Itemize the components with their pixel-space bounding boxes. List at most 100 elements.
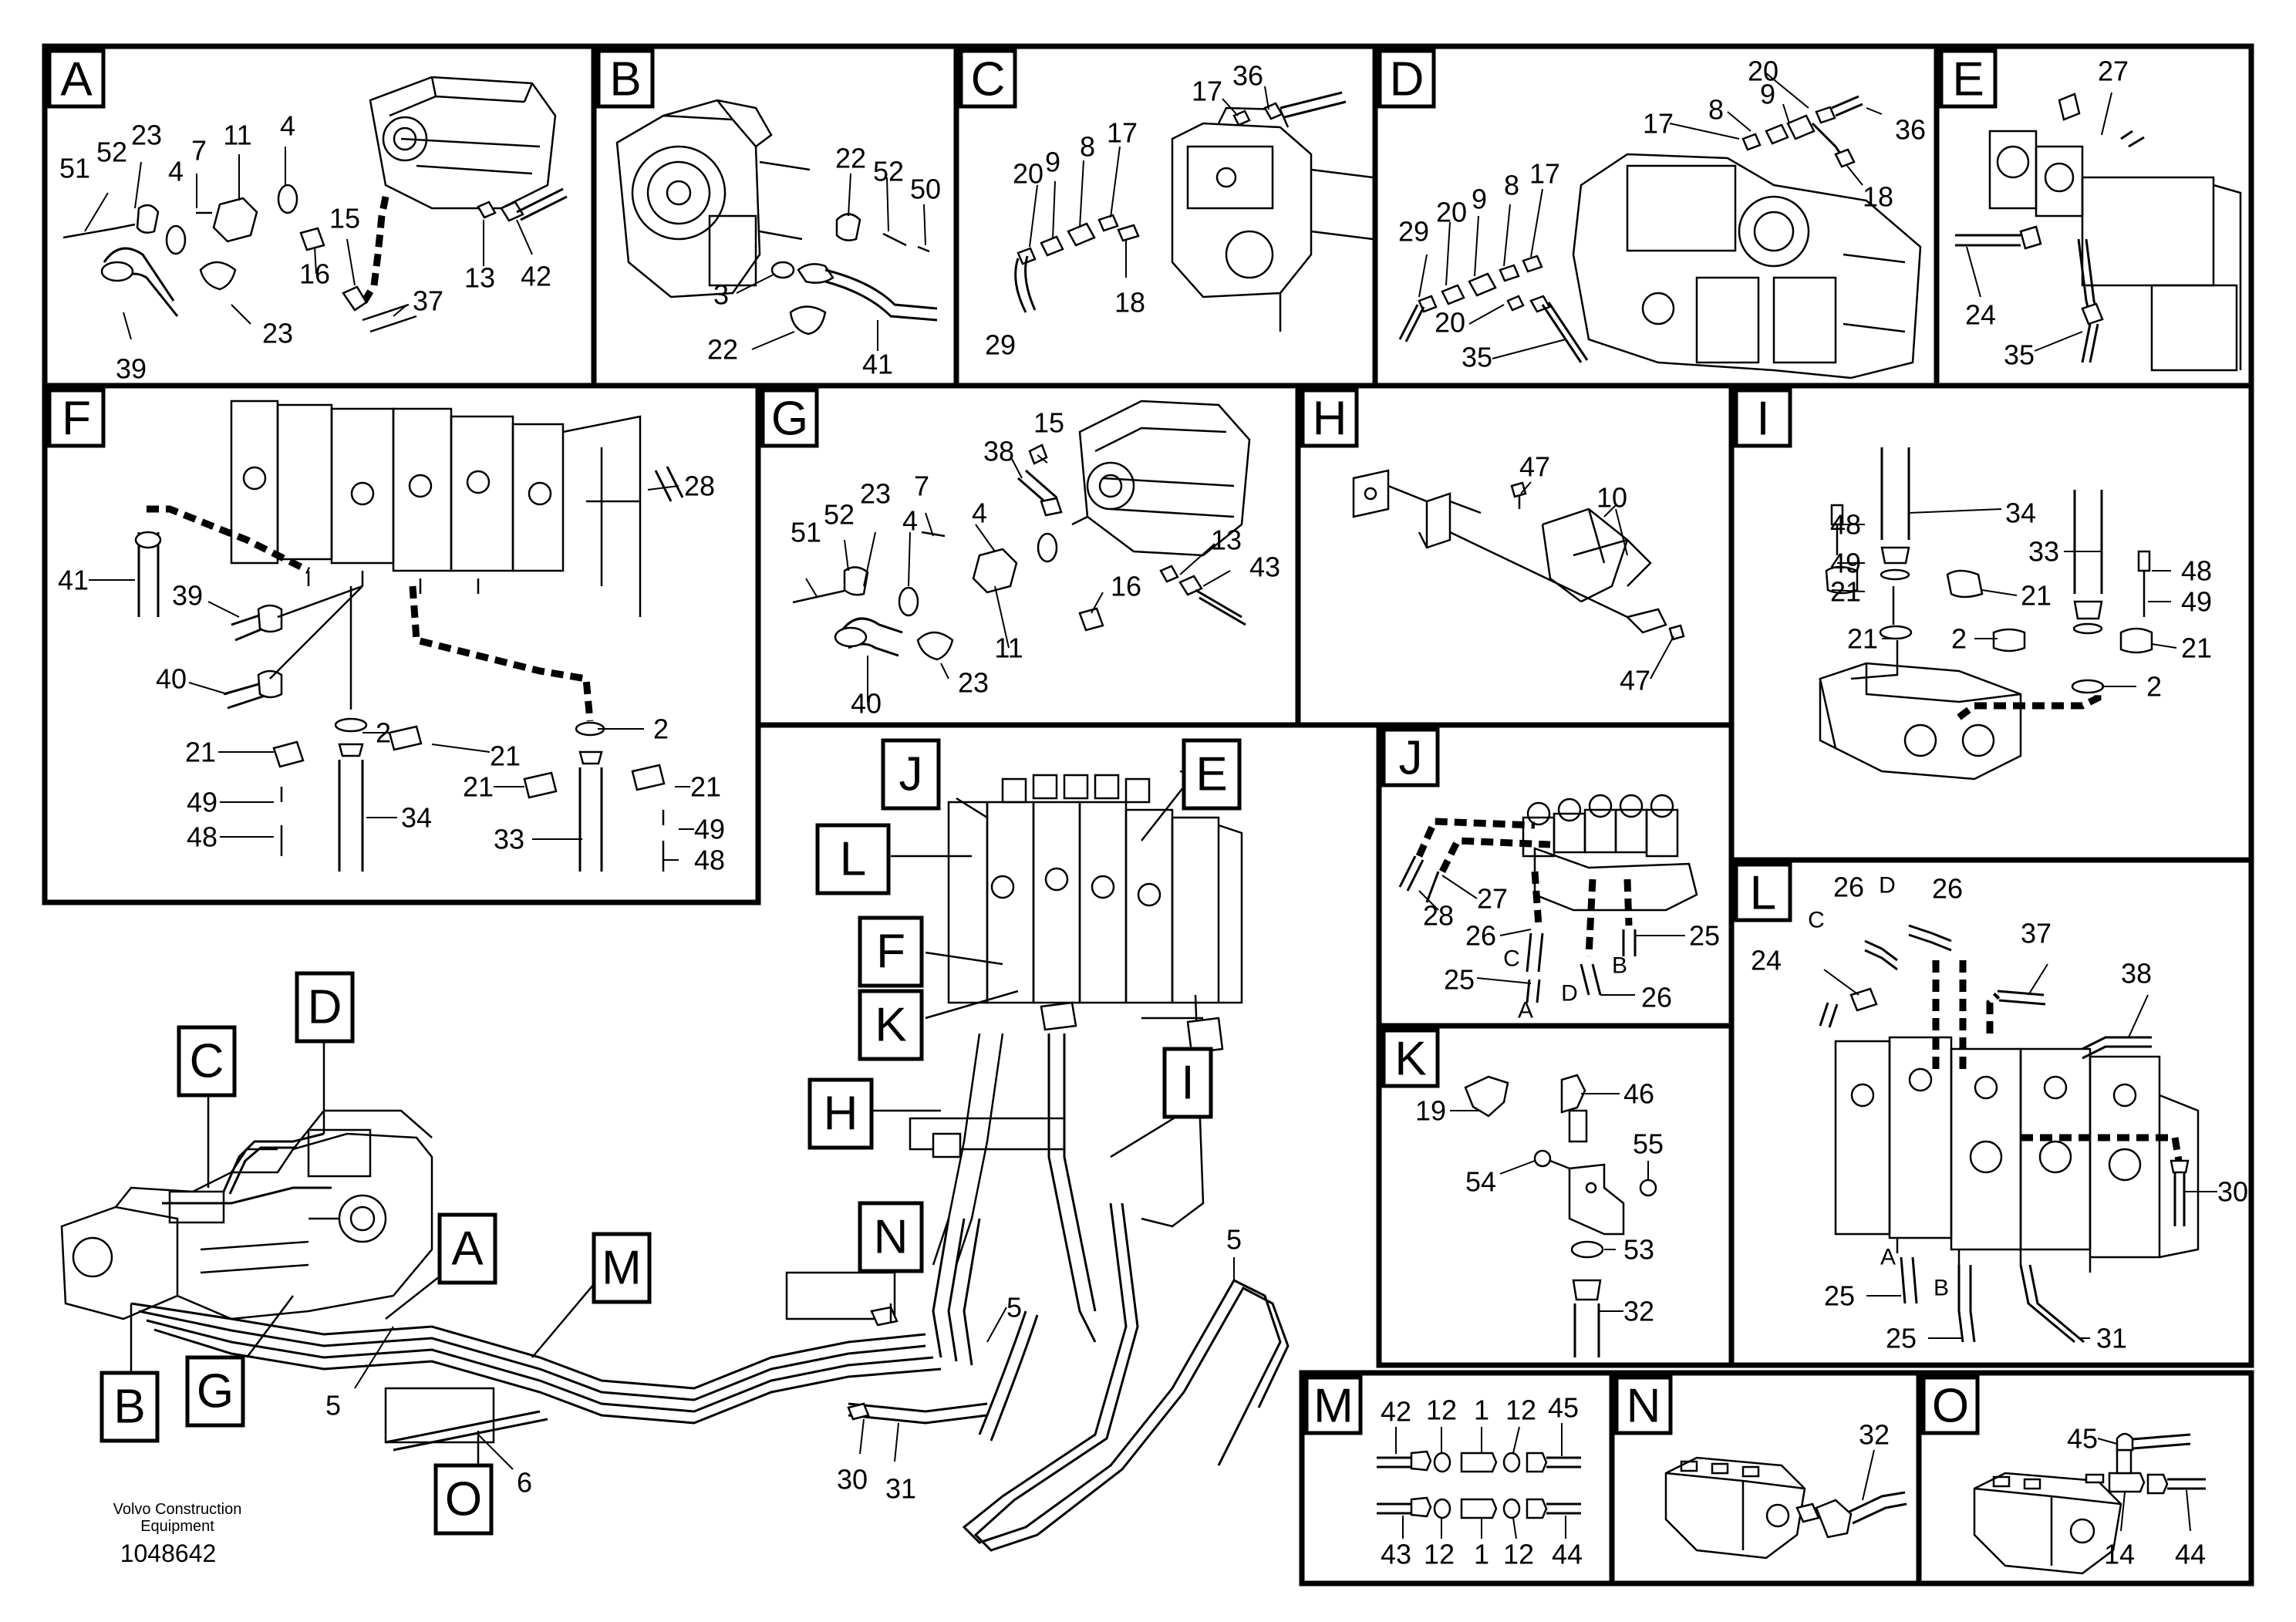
parts-I — [1819, 447, 2177, 781]
callouts-F: 28 41 39 40 2 2 21 21 21 21 49 49 48 34 … — [58, 470, 725, 876]
svg-text:23: 23 — [860, 478, 891, 510]
svg-text:41: 41 — [58, 565, 89, 596]
callouts-M: 42 12 1 12 45 43 12 1 12 44 — [1381, 1392, 1583, 1570]
frame-L — [1728, 857, 2254, 1368]
svg-text:N: N — [874, 1211, 909, 1264]
svg-text:16: 16 — [1111, 571, 1141, 602]
svg-text:42: 42 — [1381, 1396, 1411, 1428]
overview-callout-G: G — [185, 1355, 245, 1428]
overview-callout-H: H — [807, 1077, 874, 1150]
svg-text:27: 27 — [1477, 883, 1508, 915]
svg-text:18: 18 — [1114, 287, 1145, 319]
pump-drawing-B — [615, 99, 811, 298]
parts-N — [1664, 1449, 1907, 1560]
svg-text:39: 39 — [116, 353, 147, 385]
svg-text:42: 42 — [521, 261, 551, 292]
svg-text:2: 2 — [653, 713, 669, 745]
svg-text:29: 29 — [985, 329, 1016, 361]
svg-text:27: 27 — [2098, 56, 2129, 87]
svg-text:21: 21 — [185, 737, 216, 768]
overview-leaders — [130, 786, 1235, 1470]
overview-pump — [60, 1109, 433, 1320]
panel-H: H 47 10 47 — [1300, 388, 1685, 696]
panel-A: A — [47, 49, 568, 385]
svg-text:O: O — [445, 1473, 482, 1526]
svg-text:B: B — [1612, 953, 1627, 979]
overview-callout-boxes: D C B G A M O — [99, 738, 1242, 1536]
parts-K — [1450, 1074, 1657, 1357]
letter-box-C: C — [959, 49, 1017, 109]
frame-H — [1295, 383, 1735, 728]
overview-callout-I: I — [1162, 1047, 1213, 1119]
svg-text:15: 15 — [1033, 407, 1064, 439]
parts-G — [792, 443, 1246, 702]
svg-text:45: 45 — [2067, 1423, 2098, 1455]
svg-text:D: D — [1390, 53, 1424, 106]
svg-text:21: 21 — [2181, 632, 2212, 664]
svg-text:36: 36 — [1232, 60, 1263, 92]
svg-text:52: 52 — [96, 137, 127, 168]
svg-text:H: H — [1313, 393, 1347, 446]
parts-A — [62, 147, 568, 340]
parts-F — [89, 485, 694, 872]
svg-text:26: 26 — [1465, 920, 1496, 952]
callouts-K: 19 46 55 54 53 32 — [1415, 1078, 1664, 1327]
svg-text:55: 55 — [1633, 1128, 1664, 1160]
panel-M: M 42 — [1304, 1375, 1583, 1570]
svg-text:C: C — [1808, 908, 1825, 933]
panel-I: I — [1734, 388, 2212, 781]
svg-text:8: 8 — [1504, 170, 1519, 201]
svg-text:E: E — [1195, 748, 1227, 801]
svg-text:38: 38 — [2121, 958, 2152, 990]
parts-B — [736, 173, 938, 351]
svg-text:28: 28 — [684, 470, 715, 502]
svg-text:23: 23 — [262, 318, 293, 349]
svg-text:31: 31 — [2096, 1323, 2127, 1354]
svg-text:35: 35 — [2004, 339, 2035, 371]
svg-text:7: 7 — [191, 135, 207, 167]
svg-text:17: 17 — [1192, 76, 1222, 107]
svg-text:C: C — [1503, 946, 1520, 972]
panel-B: B 22 52 50 — [596, 49, 941, 380]
frame-G — [755, 383, 1301, 728]
svg-text:M: M — [602, 1242, 642, 1295]
valve-drawing-L — [1834, 1036, 2200, 1273]
svg-text:20: 20 — [1435, 307, 1465, 339]
svg-text:I: I — [1181, 1057, 1194, 1110]
svg-text:25: 25 — [1886, 1323, 1917, 1354]
letter-box-L: L — [1734, 862, 1792, 922]
svg-text:20: 20 — [1013, 158, 1043, 190]
svg-text:H: H — [824, 1088, 858, 1141]
svg-text:J: J — [899, 748, 923, 801]
letter-box-O: O — [1921, 1375, 1980, 1435]
panel-L: L — [1734, 862, 2248, 1354]
svg-text:2: 2 — [1951, 623, 1967, 655]
svg-text:48: 48 — [694, 845, 725, 876]
overview-callout-C: C — [177, 1025, 237, 1098]
svg-text:8: 8 — [1708, 94, 1724, 126]
svg-text:21: 21 — [690, 771, 721, 803]
svg-text:32: 32 — [1623, 1296, 1654, 1327]
svg-text:N: N — [1627, 1380, 1661, 1433]
svg-text:26: 26 — [1833, 872, 1864, 903]
overview-callout-numbers: 5 6 5 5 30 31 — [325, 1224, 1242, 1505]
svg-text:45: 45 — [1548, 1392, 1579, 1424]
svg-text:F: F — [62, 393, 91, 446]
panel-G: G — [760, 388, 1280, 720]
pump-drawing-C — [1171, 106, 1374, 332]
callouts-H: 47 10 47 — [1519, 451, 1650, 696]
svg-text:21: 21 — [2021, 580, 2052, 612]
svg-text:34: 34 — [2005, 497, 2036, 529]
svg-text:49: 49 — [1830, 548, 1861, 579]
svg-text:L: L — [840, 833, 866, 886]
svg-text:33: 33 — [494, 824, 524, 855]
svg-text:49: 49 — [187, 787, 217, 818]
callouts-E: 27 24 35 — [1965, 56, 2129, 371]
panel-frames — [42, 43, 2254, 1587]
svg-text:10: 10 — [1596, 482, 1627, 514]
panel-E: E 27 24 35 — [1939, 49, 2242, 372]
svg-text:5: 5 — [1226, 1224, 1242, 1256]
letter-box-A: A — [47, 49, 106, 109]
svg-text:21: 21 — [490, 740, 521, 772]
